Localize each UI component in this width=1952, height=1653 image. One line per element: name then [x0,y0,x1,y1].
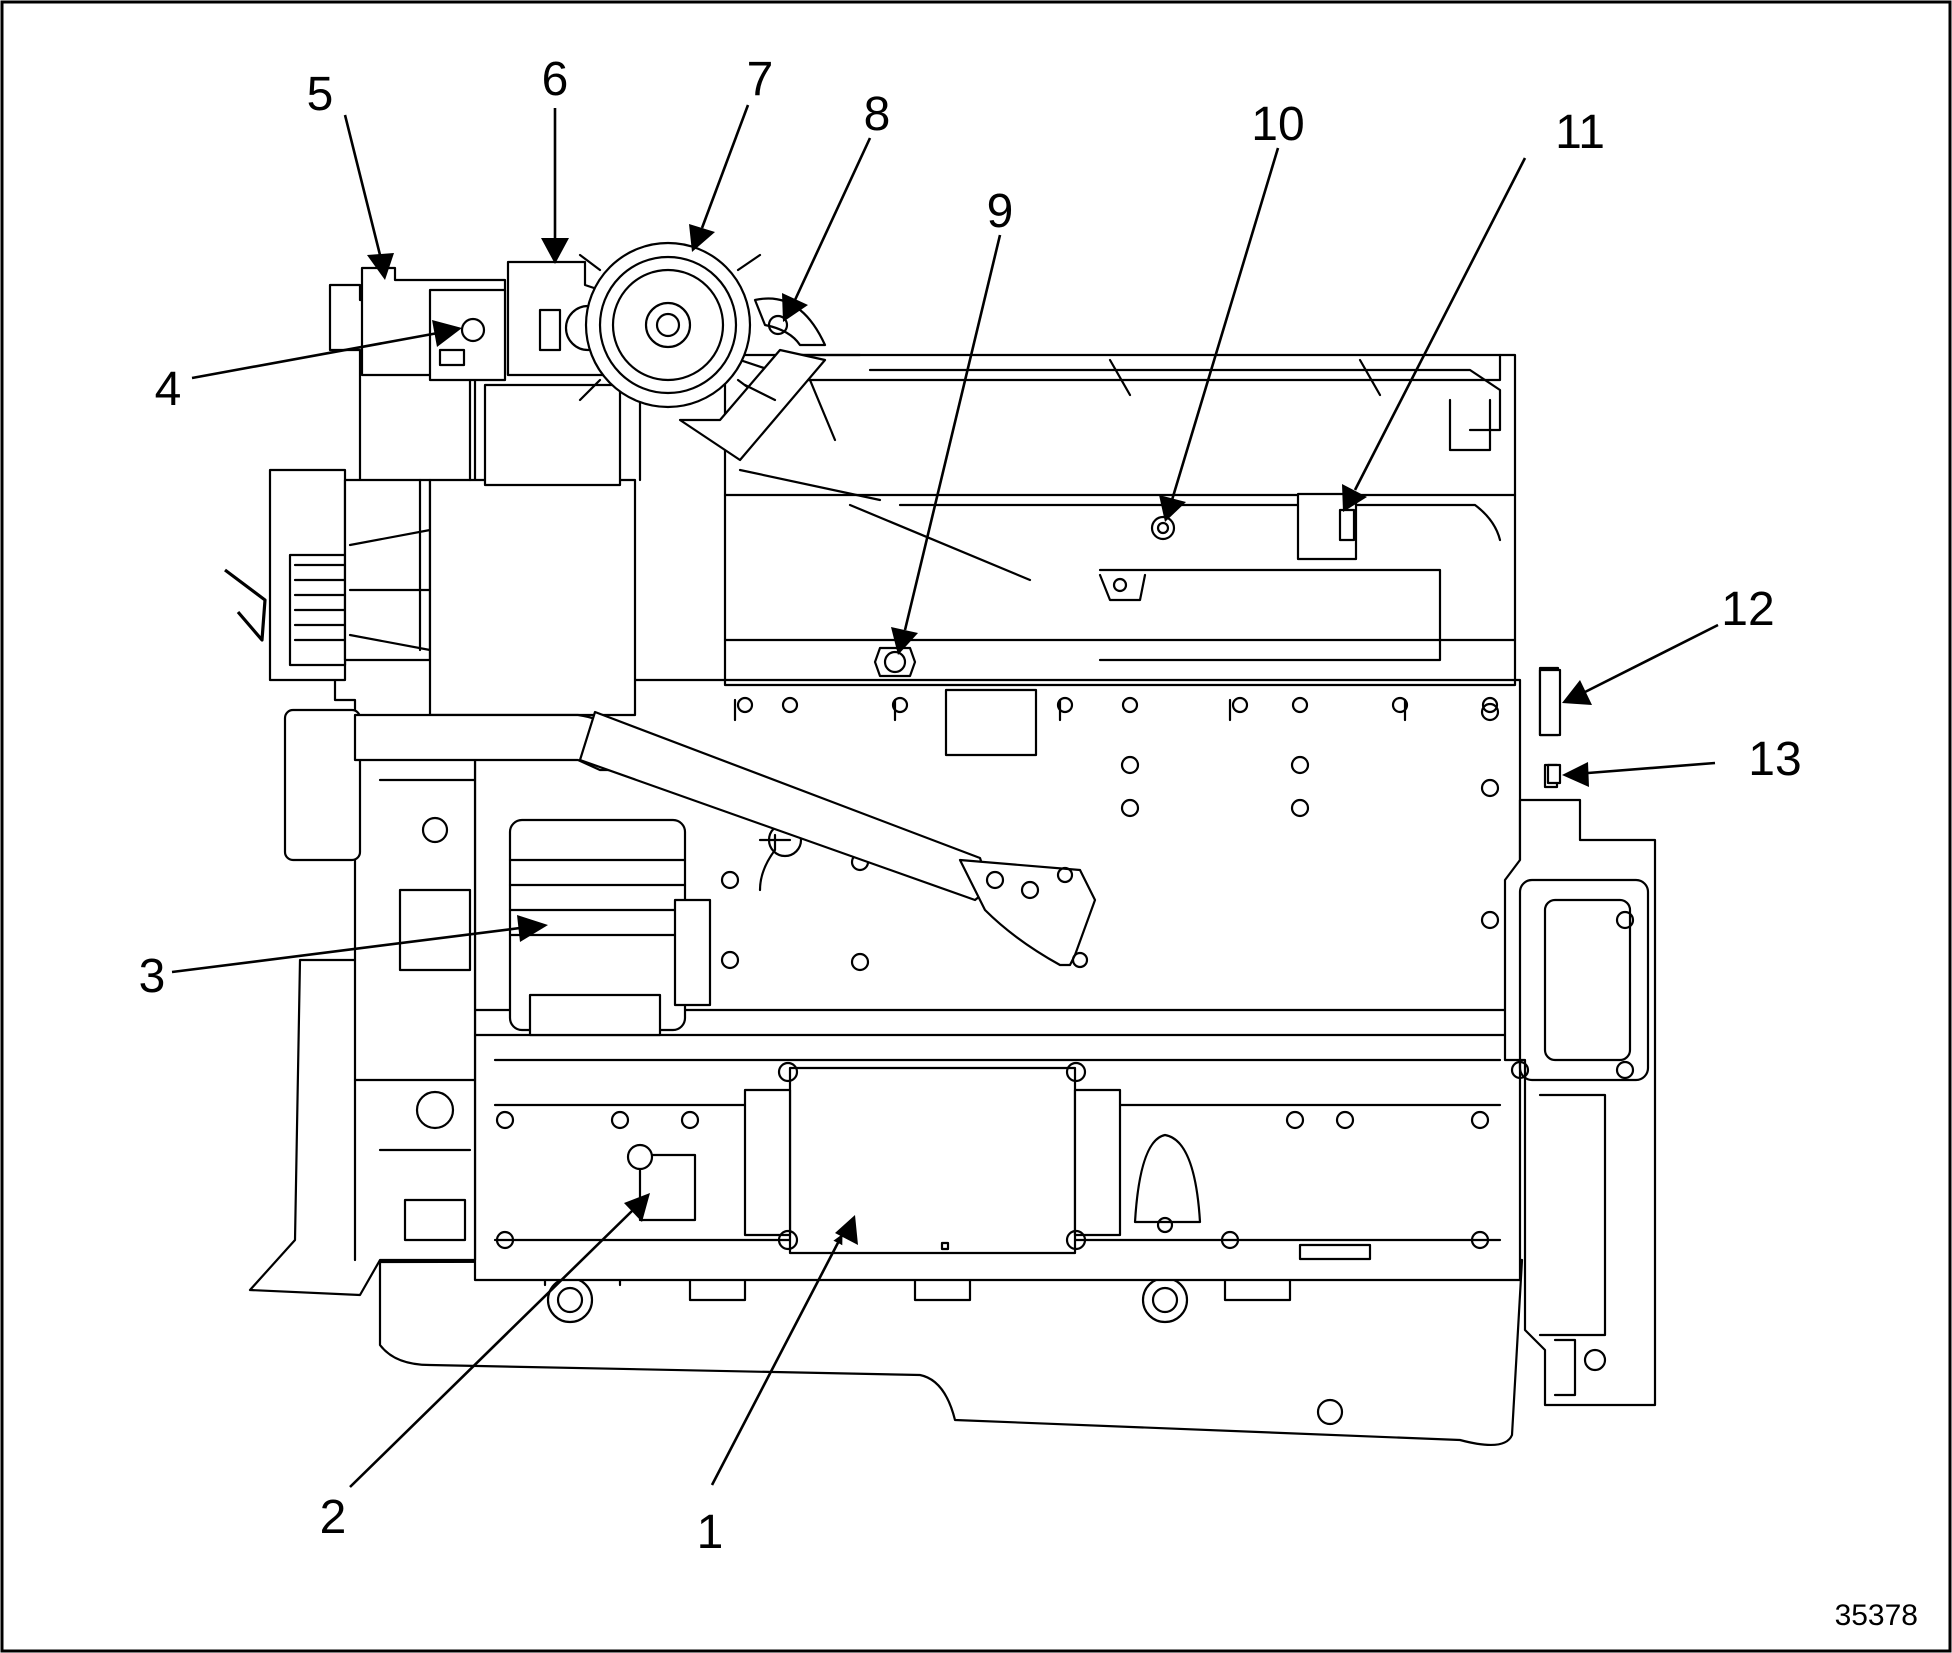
callout-5: 5 [307,68,334,121]
callout-4: 4 [155,363,182,416]
callout-labels: 1 2 3 4 5 6 7 8 9 10 11 12 13 [139,53,1802,1559]
exhaust-manifold-flange [1503,798,1657,1407]
oil-cooler-cover [743,1061,1122,1255]
cylinder-head [723,353,1517,687]
callout-6: 6 [542,53,569,106]
front-module [428,478,637,717]
callout-9: 9 [987,185,1014,238]
oil-pressure-sensor [626,1143,697,1222]
gear-case [248,283,477,1297]
oil-pan [378,1258,1524,1447]
callout-10: 10 [1251,98,1304,151]
intake-duct [678,348,827,462]
callout-3: 3 [139,950,166,1003]
callout-13: 13 [1748,733,1801,786]
callout-7: 7 [747,53,774,106]
callout-1: 1 [697,1506,724,1559]
callout-2: 2 [320,1491,347,1544]
figure-id: 35378 [1835,1599,1918,1632]
callout-12: 12 [1721,583,1774,636]
callout-leaders [171,104,1719,1488]
air-compressor [508,818,712,1037]
callout-11: 11 [1555,106,1605,159]
water-pump-housing [343,478,432,662]
engine-drawing [224,241,1657,1447]
callout-8: 8 [864,88,891,141]
alternator [578,241,762,409]
